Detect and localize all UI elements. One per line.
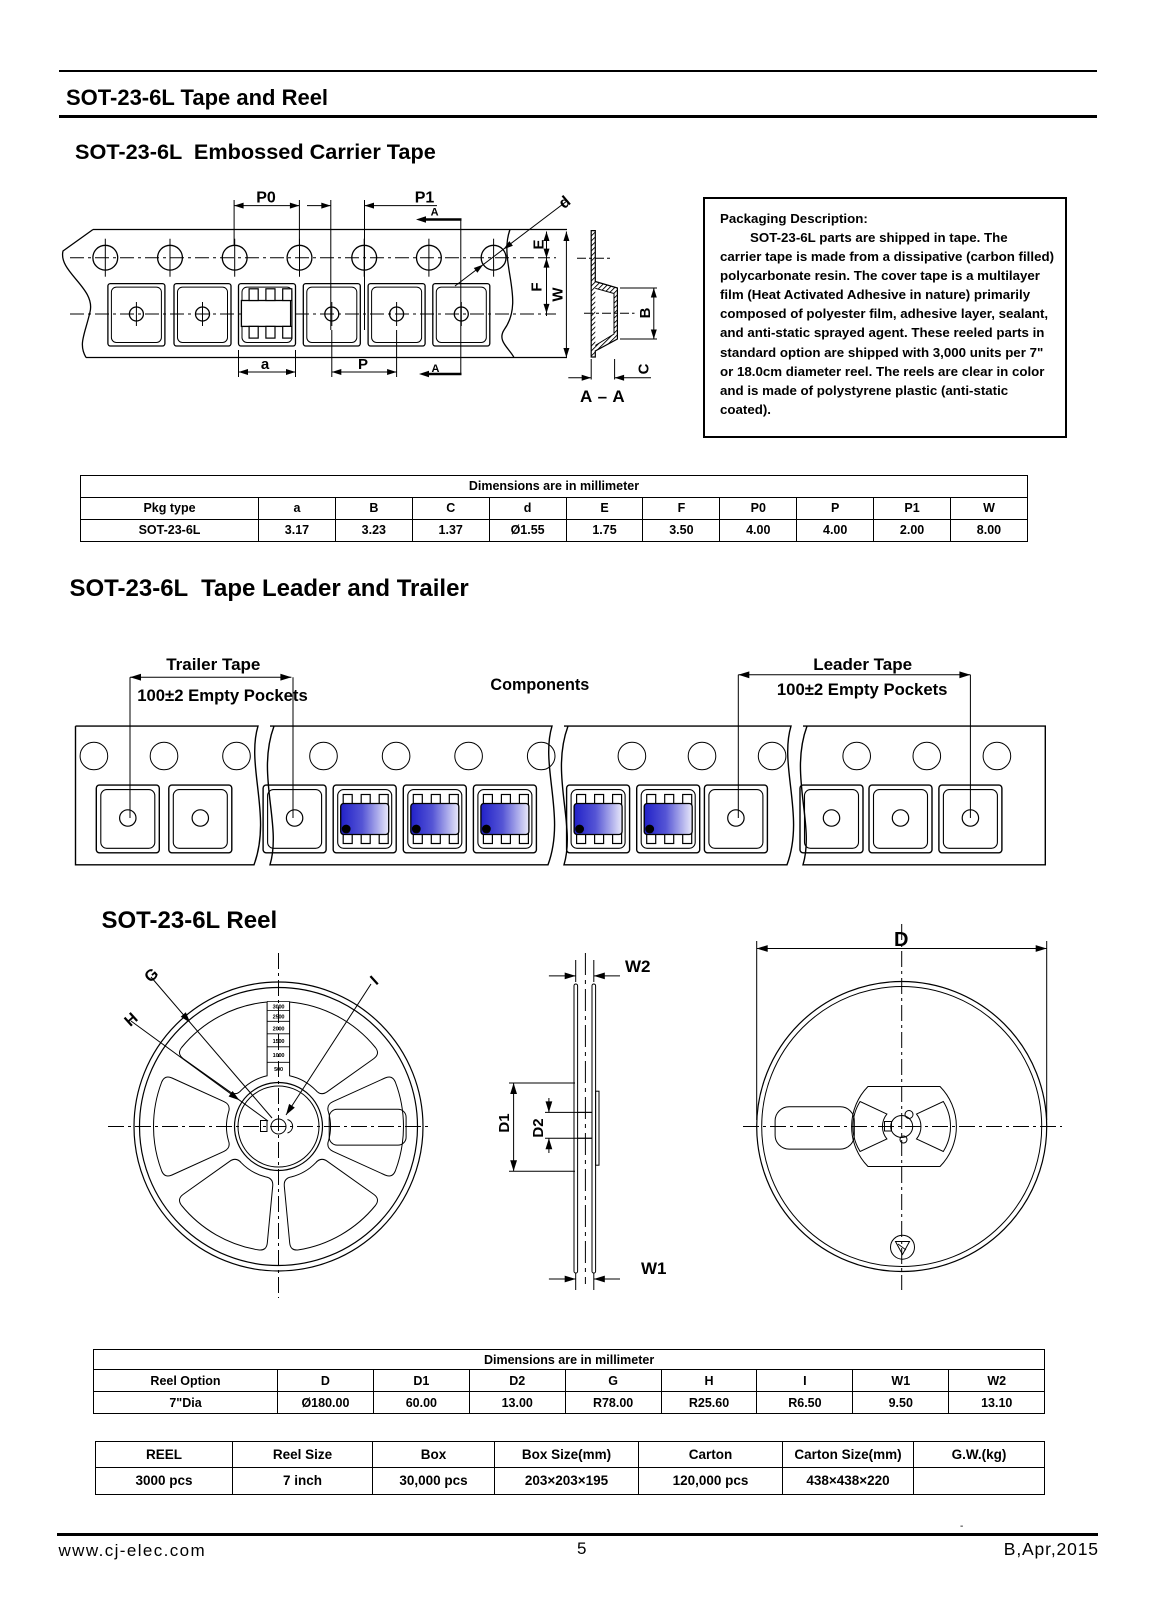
svg-text:E: E (531, 239, 548, 249)
svg-text:D2: D2 (530, 1118, 547, 1137)
svg-text:B: B (637, 307, 654, 318)
svg-text:G: G (142, 965, 163, 986)
svg-text:2000: 2000 (273, 1027, 285, 1033)
svg-text:P0: P0 (256, 190, 276, 207)
svg-text:3000: 3000 (273, 1005, 285, 1011)
svg-text:D: D (894, 929, 908, 951)
svg-text:d: d (556, 193, 574, 212)
svg-text:1500: 1500 (273, 1039, 285, 1045)
svg-text:F: F (529, 282, 546, 291)
svg-text:W2: W2 (625, 957, 651, 976)
svg-text:A: A (432, 363, 440, 375)
svg-text:P: P (358, 356, 368, 373)
svg-text:1000: 1000 (273, 1053, 285, 1059)
svg-text:P1: P1 (415, 190, 435, 207)
svg-text:W1: W1 (641, 1259, 667, 1278)
svg-text:C: C (636, 363, 653, 374)
svg-text:A – A: A – A (580, 387, 625, 406)
svg-text:a: a (261, 356, 270, 373)
svg-text:2500: 2500 (273, 1015, 285, 1021)
svg-text:D1: D1 (496, 1113, 513, 1132)
svg-text:W: W (550, 287, 567, 302)
svg-text:500: 500 (274, 1067, 283, 1073)
svg-text:A: A (431, 207, 439, 219)
svg-text:H: H (122, 1010, 142, 1030)
